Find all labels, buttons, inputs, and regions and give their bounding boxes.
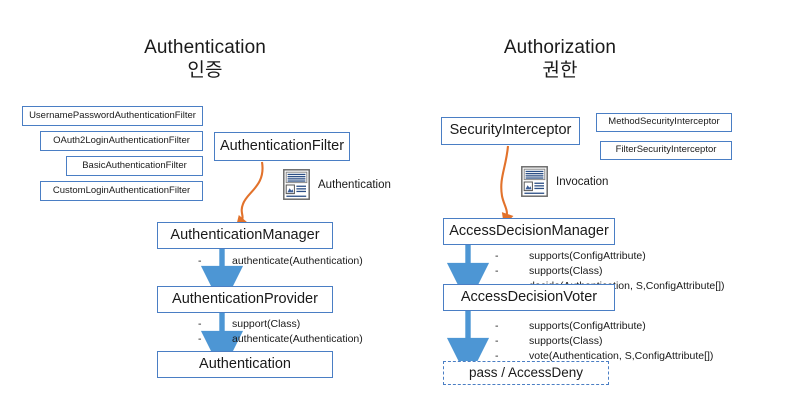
method-text: supports(Class) (529, 265, 603, 277)
authentication-payload-group: Authentication (283, 169, 391, 200)
method-text: vote(Authentication, S,ConfigAttribute[]… (529, 350, 714, 362)
authentication-payload-label: Authentication (318, 178, 391, 191)
interceptor-label: MethodSecurityInterceptor (608, 116, 720, 128)
left-title-text: Authentication (144, 37, 266, 58)
method-item: - authenticate(Authentication) (198, 332, 363, 347)
security-interceptor-node[interactable]: SecurityInterceptor (441, 117, 580, 145)
filter-label: BasicAuthenticationFilter (82, 159, 187, 171)
node-label: AccessDecisionVoter (460, 288, 598, 305)
node-label: pass / AccessDeny (468, 364, 584, 380)
method-bullet: - (495, 350, 499, 362)
filter-box-basic-authentication[interactable]: BasicAuthenticationFilter (66, 156, 203, 176)
node-label: Authentication (199, 355, 291, 372)
right-column-title: Authorization 권한 (430, 36, 690, 82)
access-decision-voter-node[interactable]: AccessDecisionVoter (443, 284, 615, 311)
method-item: - vote(Authentication, S,ConfigAttribute… (495, 349, 713, 364)
orange-connector-right (500, 145, 514, 226)
filter-label: CustomLoginAuthenticationFilter (52, 184, 191, 196)
method-item: - authenticate(Authentication) (198, 254, 363, 269)
authentication-provider-methods: - support(Class) - authenticate(Authenti… (198, 317, 363, 347)
method-item: - support(Class) (198, 317, 363, 332)
access-decision-manager-node[interactable]: AccessDecisionManager (443, 218, 615, 245)
method-item: - supports(Class) (495, 264, 725, 279)
method-bullet: - (495, 265, 499, 277)
node-label: AuthenticationProvider (172, 290, 318, 307)
authentication-filter-node[interactable]: AuthenticationFilter (214, 132, 350, 161)
access-result-node[interactable]: pass / AccessDeny (443, 361, 609, 385)
method-bullet: - (495, 335, 499, 347)
interceptor-label: FilterSecurityInterceptor (615, 144, 717, 156)
right-subtitle-text: 권한 (542, 60, 578, 82)
node-label: SecurityInterceptor (449, 122, 572, 139)
invocation-payload-group: Invocation (521, 166, 608, 197)
filter-label: OAuth2LoginAuthenticationFilter (53, 134, 190, 146)
method-bullet: - (198, 333, 202, 345)
method-text: supports(ConfigAttribute) (529, 320, 646, 332)
left-subtitle-text: 인증 (187, 60, 223, 82)
orange-connector-left (235, 161, 264, 229)
method-bullet: - (495, 250, 499, 262)
node-label: AuthenticationFilter (219, 137, 345, 154)
filter-label: UsernamePasswordAuthenticationFilter (29, 109, 196, 121)
method-text: supports(ConfigAttribute) (529, 250, 646, 262)
filter-box-oauth2-login[interactable]: OAuth2LoginAuthenticationFilter (40, 131, 203, 151)
right-title-text: Authorization (503, 37, 617, 58)
method-text: authenticate(Authentication) (232, 333, 363, 345)
method-bullet: - (495, 320, 499, 332)
filter-box-custom-login[interactable]: CustomLoginAuthenticationFilter (40, 181, 203, 201)
method-item: - supports(ConfigAttribute) (495, 249, 725, 264)
invocation-payload-label: Invocation (556, 175, 609, 188)
node-label: AuthenticationManager (170, 226, 320, 243)
filter-box-username-password[interactable]: UsernamePasswordAuthenticationFilter (22, 106, 203, 126)
document-icon (283, 169, 310, 200)
method-bullet: - (198, 318, 202, 330)
node-label: AccessDecisionManager (449, 222, 609, 239)
authentication-provider-node[interactable]: AuthenticationProvider (157, 286, 333, 313)
document-icon (521, 166, 548, 197)
authentication-result-node[interactable]: Authentication (157, 351, 333, 378)
authentication-manager-node[interactable]: AuthenticationManager (157, 222, 333, 249)
method-text: support(Class) (232, 318, 301, 330)
method-bullet: - (198, 255, 202, 267)
method-text: authenticate(Authentication) (232, 255, 363, 267)
interceptor-box-method-security[interactable]: MethodSecurityInterceptor (596, 113, 732, 132)
left-column-title: Authentication 인증 (60, 36, 350, 82)
authentication-manager-methods: - authenticate(Authentication) (198, 254, 363, 269)
method-text: supports(Class) (529, 335, 603, 347)
method-item: - supports(Class) (495, 334, 713, 349)
interceptor-box-filter-security[interactable]: FilterSecurityInterceptor (600, 141, 732, 160)
access-decision-voter-methods: - supports(ConfigAttribute) - supports(C… (495, 319, 713, 364)
method-item: - supports(ConfigAttribute) (495, 319, 713, 334)
